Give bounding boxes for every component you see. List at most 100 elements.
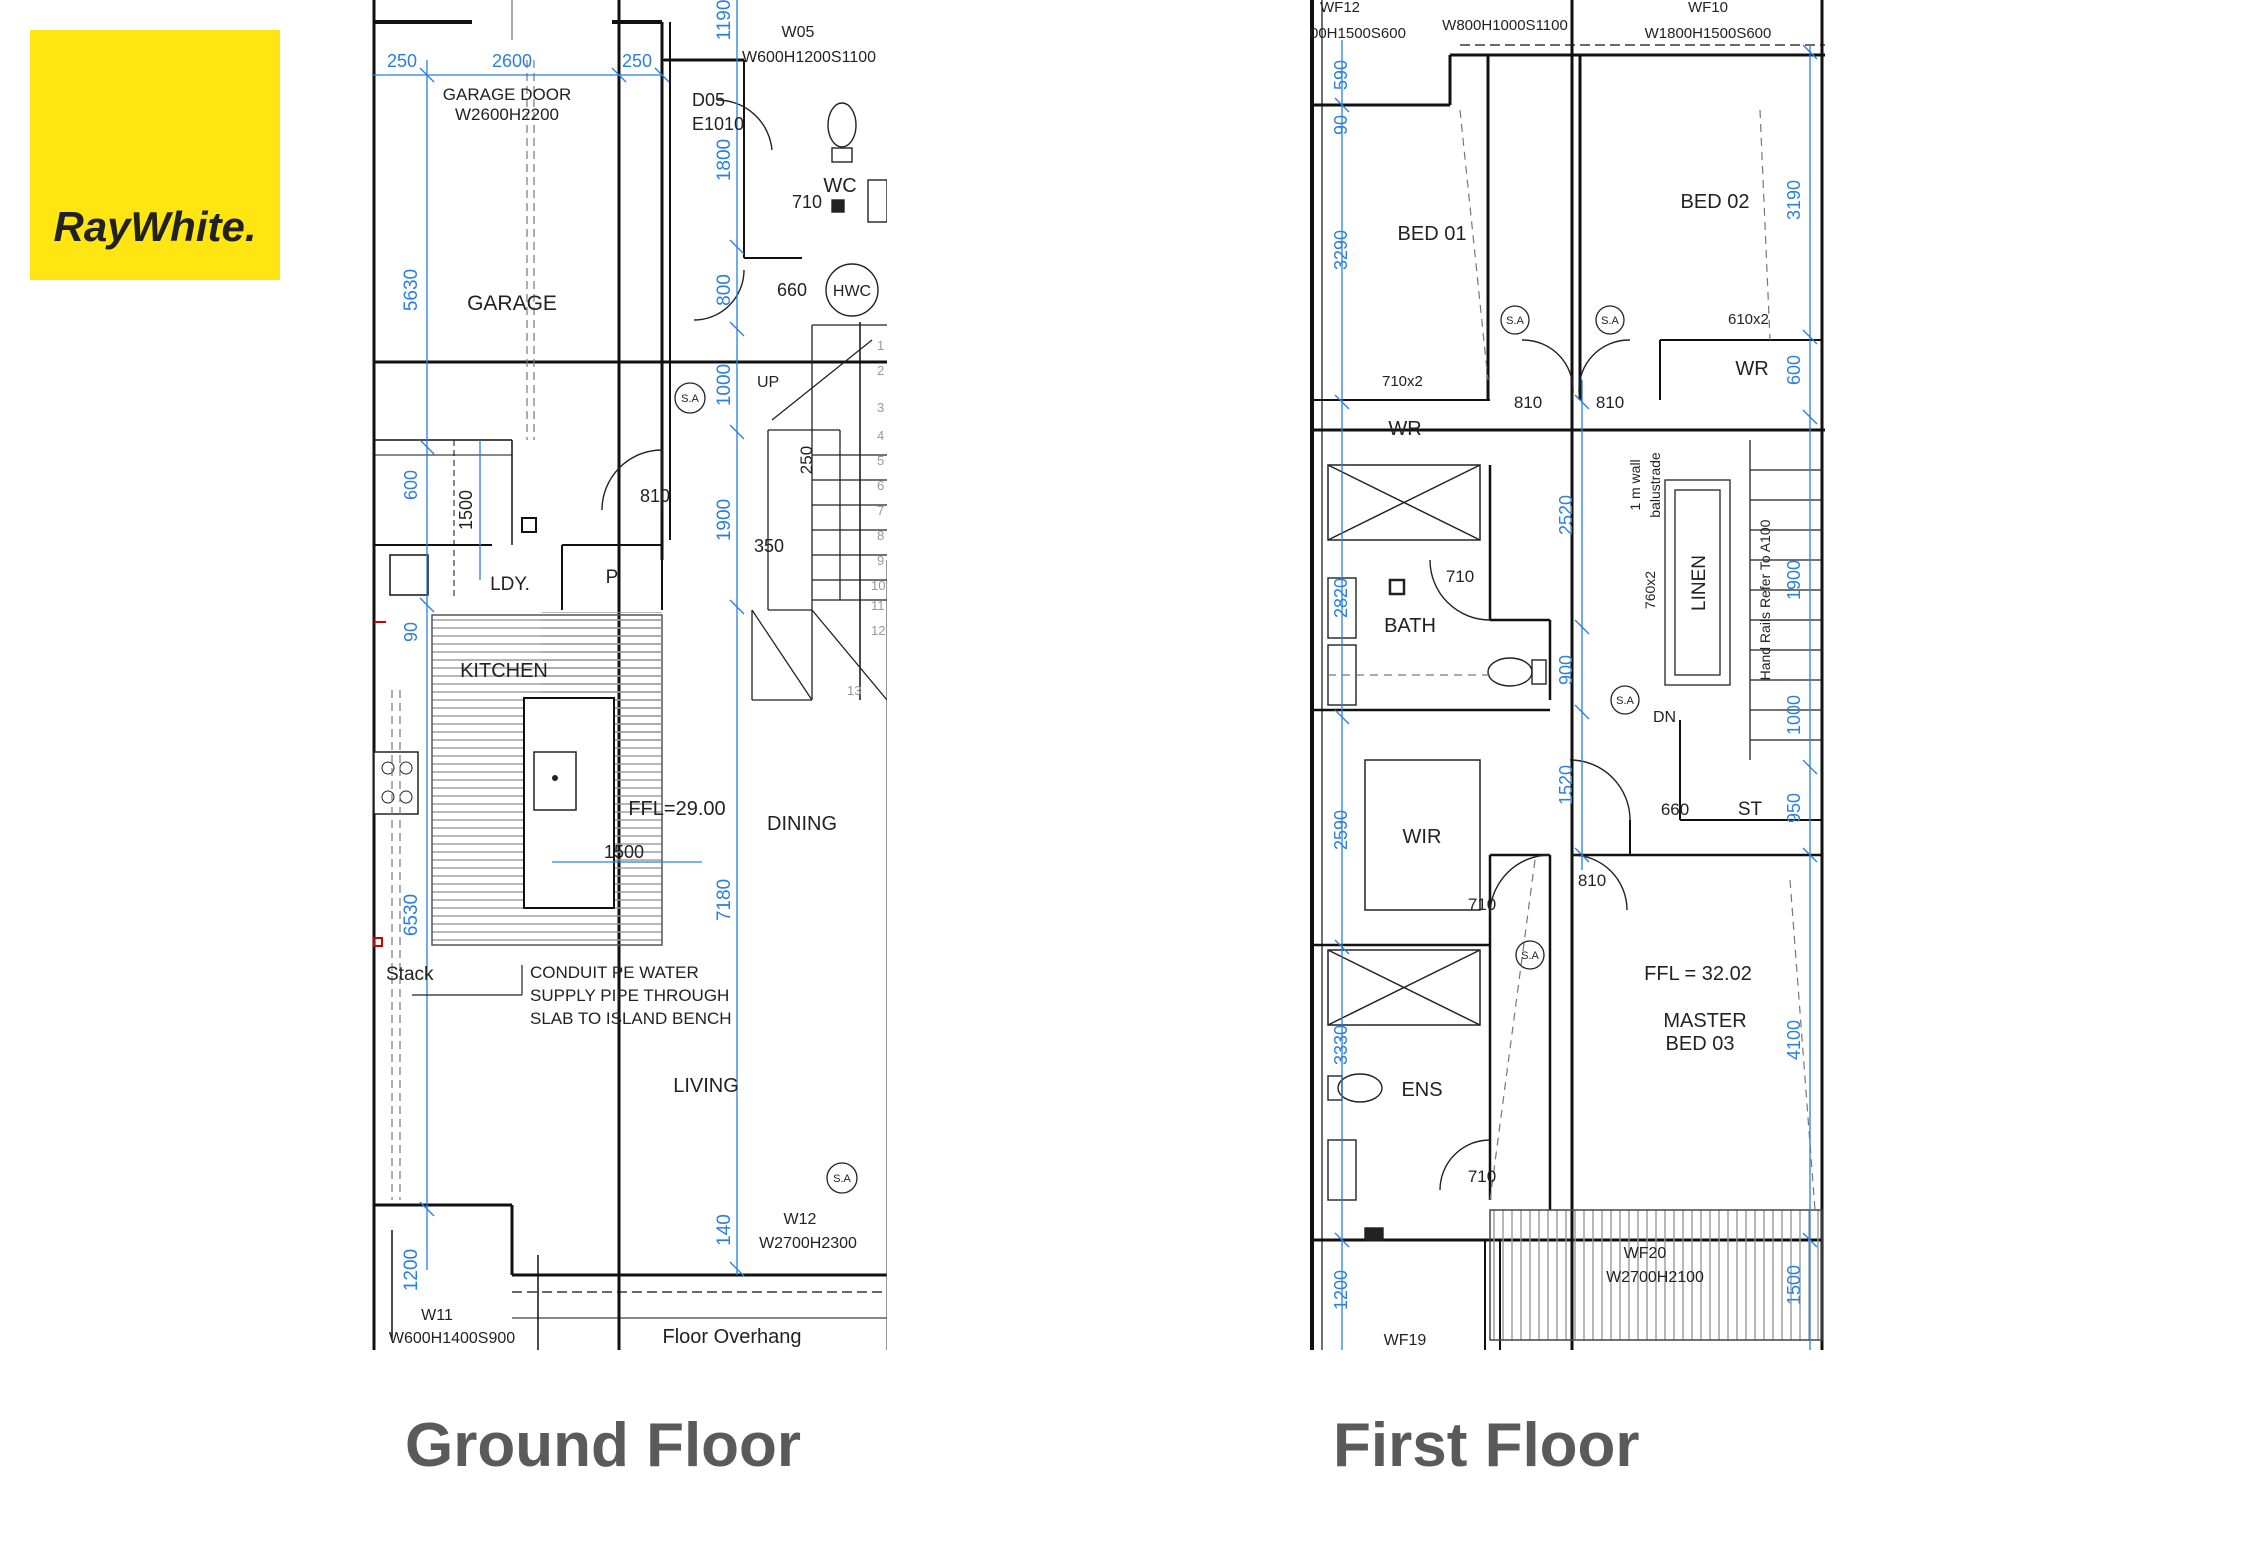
first-room-wir: WIR [1403,826,1442,848]
first-room-wr-right: WR [1735,358,1768,380]
first-room-bed01: BED 01 [1398,223,1467,245]
ground-w12-size: W2700H2300 [759,1235,857,1252]
first-dim-3290: 3290 [1331,230,1351,270]
ground-room-hwc: HWC [833,283,871,300]
ground-stairs [751,324,887,701]
ground-label-ffl: FFL=29.00 [628,798,725,820]
ground-note-line-3: SLAB TO ISLAND BENCH [530,1009,732,1028]
ground-dim-660: 660 [777,280,807,300]
first-dim-1200: 1200 [1331,1270,1351,1310]
logo-background [30,30,280,280]
first-dim-810a: 810 [1514,393,1542,412]
svg-text:S.A: S.A [1521,950,1539,962]
stair-number: 12 [871,623,885,638]
ground-dim-810: 810 [640,486,670,506]
ground-dim-600: 600 [401,470,421,500]
first-room-bed03: BED 03 [1666,1033,1735,1055]
stair-number: 6 [877,478,884,493]
first-dim-2590: 2590 [1331,810,1351,850]
ground-dim-800: 800 [714,274,735,306]
first-room-st: ST [1738,799,1763,820]
ground-room-kitchen: KITCHEN [460,660,548,682]
wir-unit [1364,759,1481,911]
first-note-balustrade-2: balustrade [1647,452,1663,518]
ground-dim-7180: 7180 [714,879,735,921]
svg-text:S.A: S.A [1616,695,1634,707]
first-floor-plan: S.A S.A S.A S.A BED 01 BED 02 WR WR BATH… [1310,0,1825,1350]
ground-room-dining: DINING [767,813,837,835]
first-wf12-label: WF12 [1320,0,1360,16]
ground-label-floor-overhang: Floor Overhang [663,1326,802,1348]
first-dim-710c: 710 [1468,1167,1496,1186]
first-dim-950: 950 [1784,793,1804,823]
first-dim-710a: 710 [1446,567,1474,586]
first-dim-3330: 3330 [1331,1025,1351,1065]
first-dim-90: 90 [1331,115,1351,135]
ground-label-stack: Stack [386,964,434,985]
first-dim-4100: 4100 [1784,1020,1804,1060]
ground-room-garage: GARAGE [467,292,557,315]
stair-number: 10 [871,578,885,593]
first-room-master: MASTER [1663,1010,1746,1032]
first-wf20-size: W2700H2100 [1606,1269,1704,1286]
ground-room-living: LIVING [673,1075,739,1097]
first-wf12-size: 00H1500S600 [1310,25,1406,42]
stair-number: 2 [877,363,884,378]
laundry-area [374,439,537,600]
garage-door-track [391,60,535,1200]
first-note-balustrade-1: 1 m wall [1627,459,1643,510]
first-room-wr-left: WR [1388,418,1421,440]
first-room-bath: BATH [1384,615,1436,637]
first-label-dn: DN [1653,709,1676,726]
ground-d05-label: D05 [692,90,725,110]
ground-dim-1000: 1000 [714,364,735,406]
first-note-handrails: Hand Rails Refer To A100 [1757,519,1773,680]
stair-number: 7 [877,503,884,518]
ground-dim-250b: 250 [622,51,652,71]
stair-number: 11 [871,598,885,613]
ground-room-laundry: LDY. [490,574,530,595]
ground-walls [372,0,887,1350]
first-showers [1327,464,1481,1026]
ground-room-pantry: P [606,567,619,588]
ground-dim-5630: 5630 [401,269,422,311]
first-fixtures [1327,577,1547,1241]
ground-dim-250a: 250 [387,51,417,71]
first-dim-660: 660 [1661,800,1689,819]
first-dimension-lines [1341,40,1811,1350]
first-doors [1429,339,1631,1191]
first-wf10-size: W1800H1500S600 [1645,25,1772,42]
first-dim-1000: 1000 [1784,695,1804,735]
balcony-hatch [1489,1209,1823,1341]
ground-w05-label: W05 [782,24,815,41]
first-dim-710b: 710 [1468,895,1496,914]
first-dim-1900: 1900 [1784,560,1804,600]
stair-number: 13 [847,683,861,698]
svg-text:S.A: S.A [1506,315,1524,327]
stair-number: 8 [877,528,884,543]
ground-w11-size: W600H1400S900 [389,1330,515,1347]
stair-number: 9 [877,553,884,568]
first-wf20-label: WF20 [1624,1245,1667,1262]
first-wf10-label: WF10 [1688,0,1728,16]
ground-dimension-lines [372,0,738,1275]
first-dimension-ticks [1334,44,1818,1248]
ground-dim-250c: 250 [797,446,816,474]
first-note-710x2: 710x2 [1382,373,1423,390]
first-label-ffl: FFL = 32.02 [1644,963,1752,985]
ground-label-up: UP [757,374,779,391]
first-dim-2520: 2520 [1556,495,1576,535]
first-note-610x2: 610x2 [1728,311,1769,328]
ground-stair-numbers: 1 2 3 4 5 6 7 8 9 10 11 12 13 [847,338,885,698]
stair-number: 3 [877,400,884,415]
first-room-bed02: BED 02 [1681,191,1750,213]
ground-note-line-2: SUPPLY PIPE THROUGH [530,986,729,1005]
smoke-alarms [674,382,858,1194]
ground-dimension-ticks [419,67,745,1277]
first-dim-590: 590 [1331,60,1351,90]
caption-first-floor: First Floor [1333,1411,1640,1480]
first-wf11-size: W800H1000S1100 [1442,17,1568,34]
ground-dim-1200: 1200 [401,1249,422,1291]
ground-dim-2600: 2600 [492,51,532,71]
first-dim-1500: 1500 [1784,1265,1804,1305]
